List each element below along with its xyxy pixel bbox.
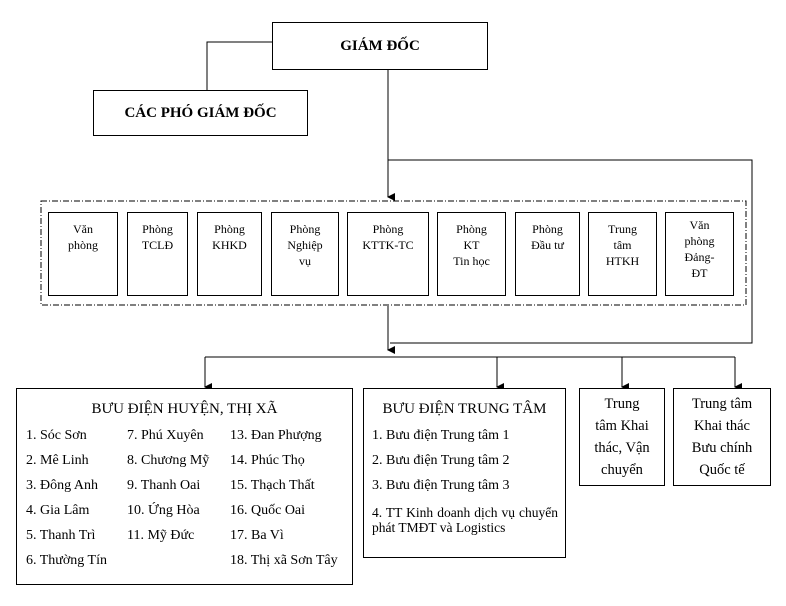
transport-center-label: Trung tâm Khai thác, Vận chuyển: [594, 396, 650, 478]
director-box: GIÁM ĐỐC: [272, 22, 488, 70]
district-item: 6. Thường Tín: [26, 553, 107, 568]
central-item: 1. Bưu điện Trung tâm 1: [372, 428, 510, 443]
central-item: 2. Bưu điện Trung tâm 2: [372, 453, 510, 468]
district-item: 7. Phú Xuyên: [127, 428, 204, 443]
dept-phong-kt-tin-hoc: Phòng KT Tin học: [437, 212, 506, 296]
district-item: 13. Đan Phượng: [230, 428, 322, 443]
district-item: 11. Mỹ Đức: [127, 528, 195, 543]
district-item: 17. Ba Vì: [230, 528, 284, 543]
dept-trung-tam-htkh: Trung tâm HTKH: [588, 212, 657, 296]
director-label: GIÁM ĐỐC: [340, 37, 420, 54]
international-center-label: Trung tâm Khai thác Bưu chính Quốc tế: [691, 396, 753, 478]
district-item: 1. Sóc Sơn: [26, 428, 87, 443]
district-item: 3. Đông Anh: [26, 478, 98, 493]
dept-van-phong: Văn phòng: [48, 212, 118, 296]
district-item: 8. Chương Mỹ: [127, 453, 210, 468]
district-item: 15. Thạch Thất: [230, 478, 315, 493]
central-title: BƯU ĐIỆN TRUNG TÂM: [382, 401, 547, 417]
district-item: 16. Quốc Oai: [230, 503, 306, 518]
central-item: 3. Bưu điện Trung tâm 3: [372, 478, 510, 493]
dept-van-phong-dang-dt: Văn phòng Đảng- ĐT: [665, 212, 734, 296]
district-item: 14. Phúc Thọ: [230, 453, 305, 468]
district-item: 5. Thanh Trì: [26, 528, 96, 543]
district-title: BƯU ĐIỆN HUYỆN, THỊ XÃ: [91, 401, 278, 417]
district-item: 10. Ứng Hòa: [127, 503, 200, 518]
departments-frame: [40, 200, 747, 306]
international-center-box: Trung tâm Khai thác Bưu chính Quốc tế: [673, 388, 771, 486]
district-item: 18. Thị xã Sơn Tây: [230, 553, 338, 568]
district-item: 9. Thanh Oai: [127, 478, 201, 493]
central-post-offices-box: BƯU ĐIỆN TRUNG TÂM: [363, 388, 566, 558]
deputy-directors-box: CÁC PHÓ GIÁM ĐỐC: [93, 90, 308, 136]
district-post-offices-box: BƯU ĐIỆN HUYỆN, THỊ XÃ: [16, 388, 353, 585]
dept-phong-tcld: Phòng TCLĐ: [127, 212, 188, 296]
deputy-directors-label: CÁC PHÓ GIÁM ĐỐC: [124, 104, 277, 121]
dept-phong-nghiep-vu: Phòng Nghiệp vụ: [271, 212, 339, 296]
transport-center-box: Trung tâm Khai thác, Vận chuyển: [579, 388, 665, 486]
district-item: 2. Mê Linh: [26, 453, 89, 468]
dept-phong-khkd: Phòng KHKD: [197, 212, 262, 296]
central-item-4: 4. TT Kinh doanh dịch vụ chuyển phát TMĐ…: [372, 505, 558, 535]
district-item: 4. Gia Lâm: [26, 503, 90, 518]
dept-phong-kttk-tc: Phòng KTTK-TC: [347, 212, 429, 296]
dept-phong-dau-tu: Phòng Đầu tư: [515, 212, 580, 296]
